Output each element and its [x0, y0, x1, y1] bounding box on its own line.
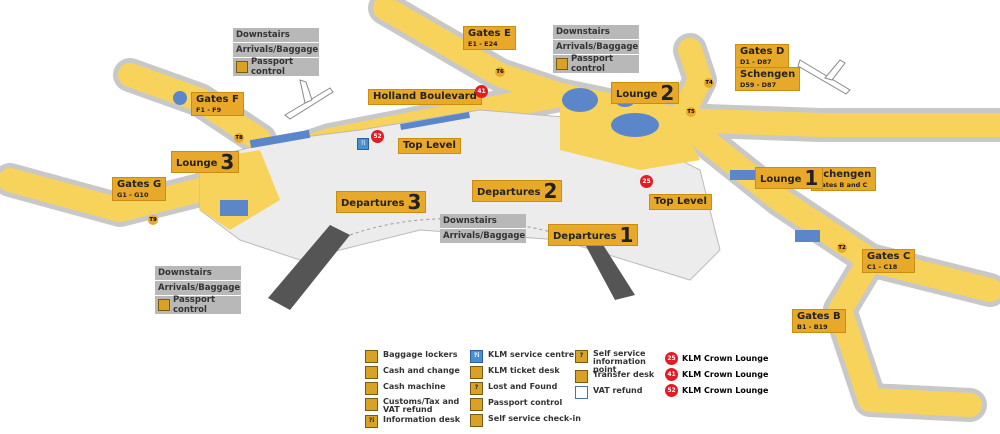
- legend-column: Baggage lockers Cash and change Cash mac…: [365, 350, 468, 431]
- terminal-marker: T5: [686, 107, 696, 117]
- passport-control-icon: [158, 299, 170, 311]
- self-service-checkin-icon: [470, 414, 483, 427]
- passport-control-icon: [470, 398, 483, 411]
- crown-lounge-marker[interactable]: 41: [475, 85, 488, 98]
- cash-change-icon: [365, 366, 378, 379]
- terminal-marker: T9: [148, 215, 158, 225]
- terminal-marker: T2: [837, 243, 847, 253]
- self-service-info-icon: ?: [575, 350, 588, 363]
- crown-lounge-marker[interactable]: 52: [371, 130, 384, 143]
- klm-service-centre-icon: ?i: [357, 138, 369, 150]
- crown-lounge-icon: 41: [665, 367, 678, 381]
- crown-lounge-marker[interactable]: 25: [640, 175, 653, 188]
- klm-service-centre-icon: ?i: [470, 350, 483, 363]
- terminal-marker: T4: [704, 78, 714, 88]
- cash-machine-icon: [365, 382, 378, 395]
- information-desk-icon: ?i: [365, 415, 378, 428]
- transfer-desk-icon: [575, 370, 588, 383]
- crown-lounge-icon: 25: [665, 351, 678, 365]
- top-level-label: Top Level: [649, 194, 712, 210]
- baggage-lockers-icon: [365, 350, 378, 363]
- top-level-label: Top Level: [398, 138, 461, 154]
- passport-control-icon: [236, 61, 248, 73]
- passport-control-icon: [556, 58, 568, 70]
- vat-refund-icon: [575, 386, 588, 399]
- customs-icon: [365, 398, 378, 411]
- klm-ticket-desk-icon: [470, 366, 483, 379]
- terminal-marker: T8: [234, 133, 244, 143]
- lost-and-found-icon: ?: [470, 382, 483, 395]
- legend-column: ?Self service information point Transfer…: [575, 350, 663, 402]
- crown-lounge-icon: 52: [665, 383, 678, 397]
- holland-boulevard-label: Holland Boulevard: [368, 89, 482, 105]
- terminal-marker: T6: [495, 67, 505, 77]
